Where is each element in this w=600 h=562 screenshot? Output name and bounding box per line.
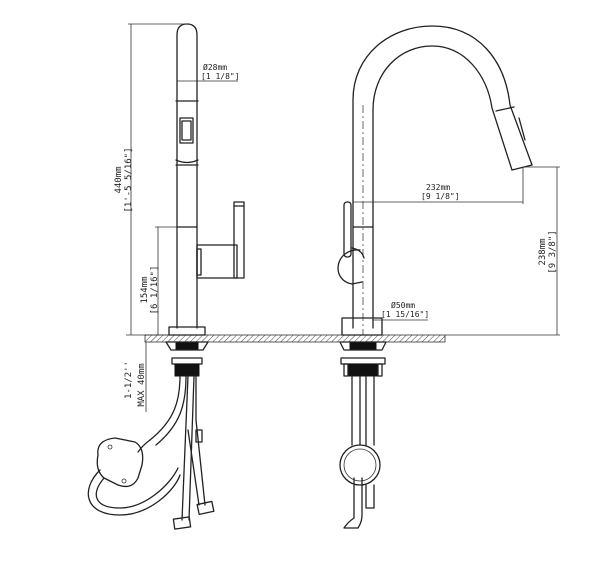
reach-mm-label: 232mm [426, 183, 450, 192]
dimension-238mm: 238mm [9 3/8"] [445, 166, 560, 336]
dimension-50mm: Ø50mm [1 15/16"] [373, 300, 429, 321]
dimension-154mm: 154mm [6 1/16"] [140, 226, 177, 335]
dimension-232mm: 232mm [9 1/8"] [353, 167, 524, 204]
dimension-28mm: Ø28mm [1 1/8"] [177, 62, 240, 82]
spout-height-mm-label: 238mm [538, 238, 548, 265]
handle-height-in-label: [6 1/16"] [150, 266, 160, 315]
height-in-label: [1'-5 5/16"] [124, 147, 134, 212]
height-mm-label: 440mm [114, 166, 124, 193]
left-side-view-faucet [87, 23, 245, 530]
deck-in-label: 1-1/2'' [124, 361, 134, 399]
right-front-view-faucet [337, 25, 533, 529]
base-diameter-mm-label: Ø50mm [391, 300, 415, 310]
handle-height-mm-label: 154mm [140, 276, 150, 303]
dimension-440mm: 440mm [1'-5 5/16"] [114, 23, 187, 336]
countertop [144, 334, 446, 343]
reach-in-label: [9 1/8"] [421, 192, 460, 201]
deck-mm-label: MAX 40mm [137, 363, 147, 406]
spout-height-in-label: [9 3/8"] [548, 230, 558, 273]
spout-diameter-in-label: [1 1/8"] [201, 72, 240, 81]
base-diameter-in-label: [1 15/16"] [381, 310, 429, 319]
dimension-max-deck: 1-1/2'' MAX 40mm [124, 342, 147, 412]
spout-diameter-mm-label: Ø28mm [203, 62, 227, 72]
